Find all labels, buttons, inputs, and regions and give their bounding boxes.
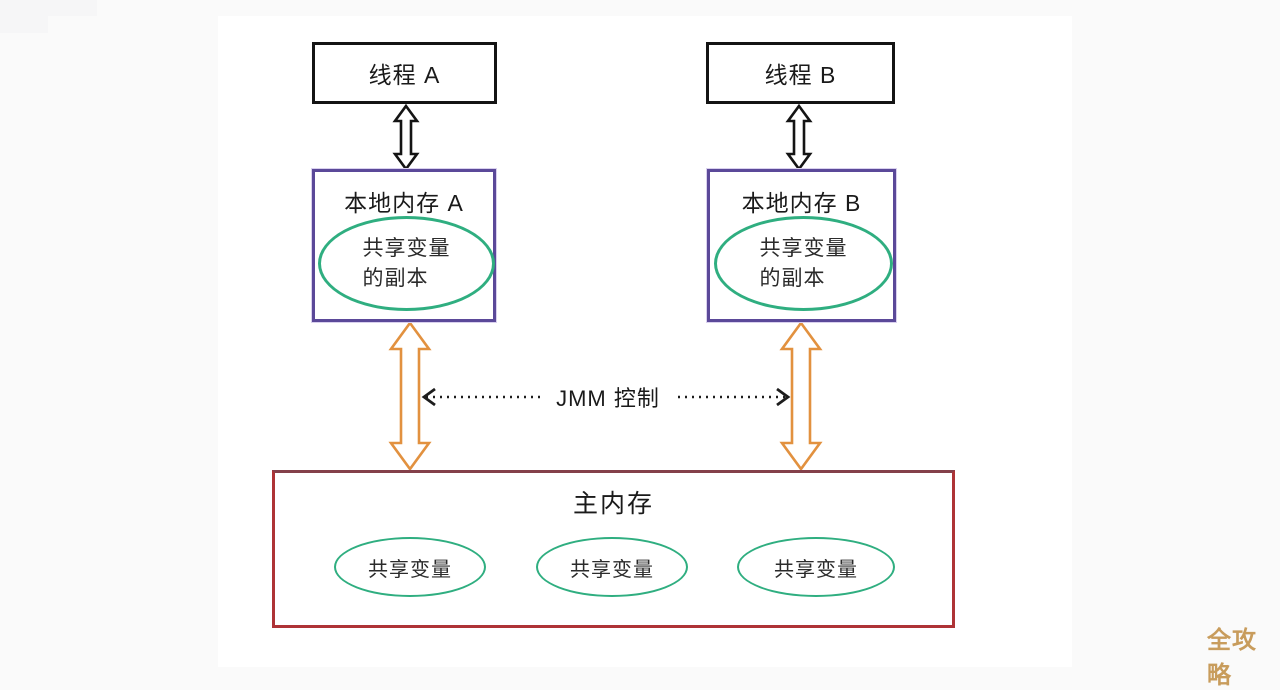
- corner-patch: [0, 0, 97, 16]
- shared-variable-copy-b-ellipse: 共享变量 的副本: [714, 216, 893, 311]
- thread-b-label: 线程 B: [764, 62, 837, 88]
- shared-variable-ellipse-1: 共享变量: [334, 537, 486, 597]
- shared-variable-ellipse-2: 共享变量: [536, 537, 688, 597]
- thread-b-box: 线程 B: [706, 42, 895, 104]
- thread-a-box: 线程 A: [312, 42, 497, 104]
- thread-a-label: 线程 A: [368, 62, 441, 88]
- local-memory-b-title: 本地内存 B: [741, 190, 862, 216]
- local-memory-a-box: 本地内存 A 共享变量 的副本: [312, 169, 496, 322]
- shared-variable-copy-b-line2: 的副本: [759, 266, 826, 290]
- shared-variable-copy-a-ellipse: 共享变量 的副本: [318, 216, 495, 311]
- shared-variable-ellipse-3: 共享变量: [737, 537, 895, 597]
- watermark-text: 全攻略: [1207, 627, 1257, 689]
- jmm-diagram: 线程 A 线程 B 本地内存 A 共享变量 的副本 本地内存 B 共享变量 的副…: [0, 0, 1256, 689]
- shared-variable-copy-a-line1: 共享变量: [362, 237, 451, 261]
- local-memory-b-box: 本地内存 B 共享变量 的副本: [707, 169, 896, 322]
- main-memory-box: 主内存 共享变量 共享变量 共享变量: [272, 470, 955, 628]
- shared-variable-copy-a-line2: 的副本: [362, 266, 429, 290]
- shared-variable-copy-b-line1: 共享变量: [759, 237, 848, 261]
- main-memory-title: 主内存: [572, 490, 654, 518]
- jmm-control-label: JMM 控制: [543, 381, 673, 413]
- shared-variable-copy-b-text: 共享变量 的副本: [760, 234, 848, 293]
- corner-patch: [0, 16, 48, 33]
- shared-variable-copy-a-text: 共享变量 的副本: [363, 234, 451, 293]
- local-memory-a-title: 本地内存 A: [344, 190, 464, 216]
